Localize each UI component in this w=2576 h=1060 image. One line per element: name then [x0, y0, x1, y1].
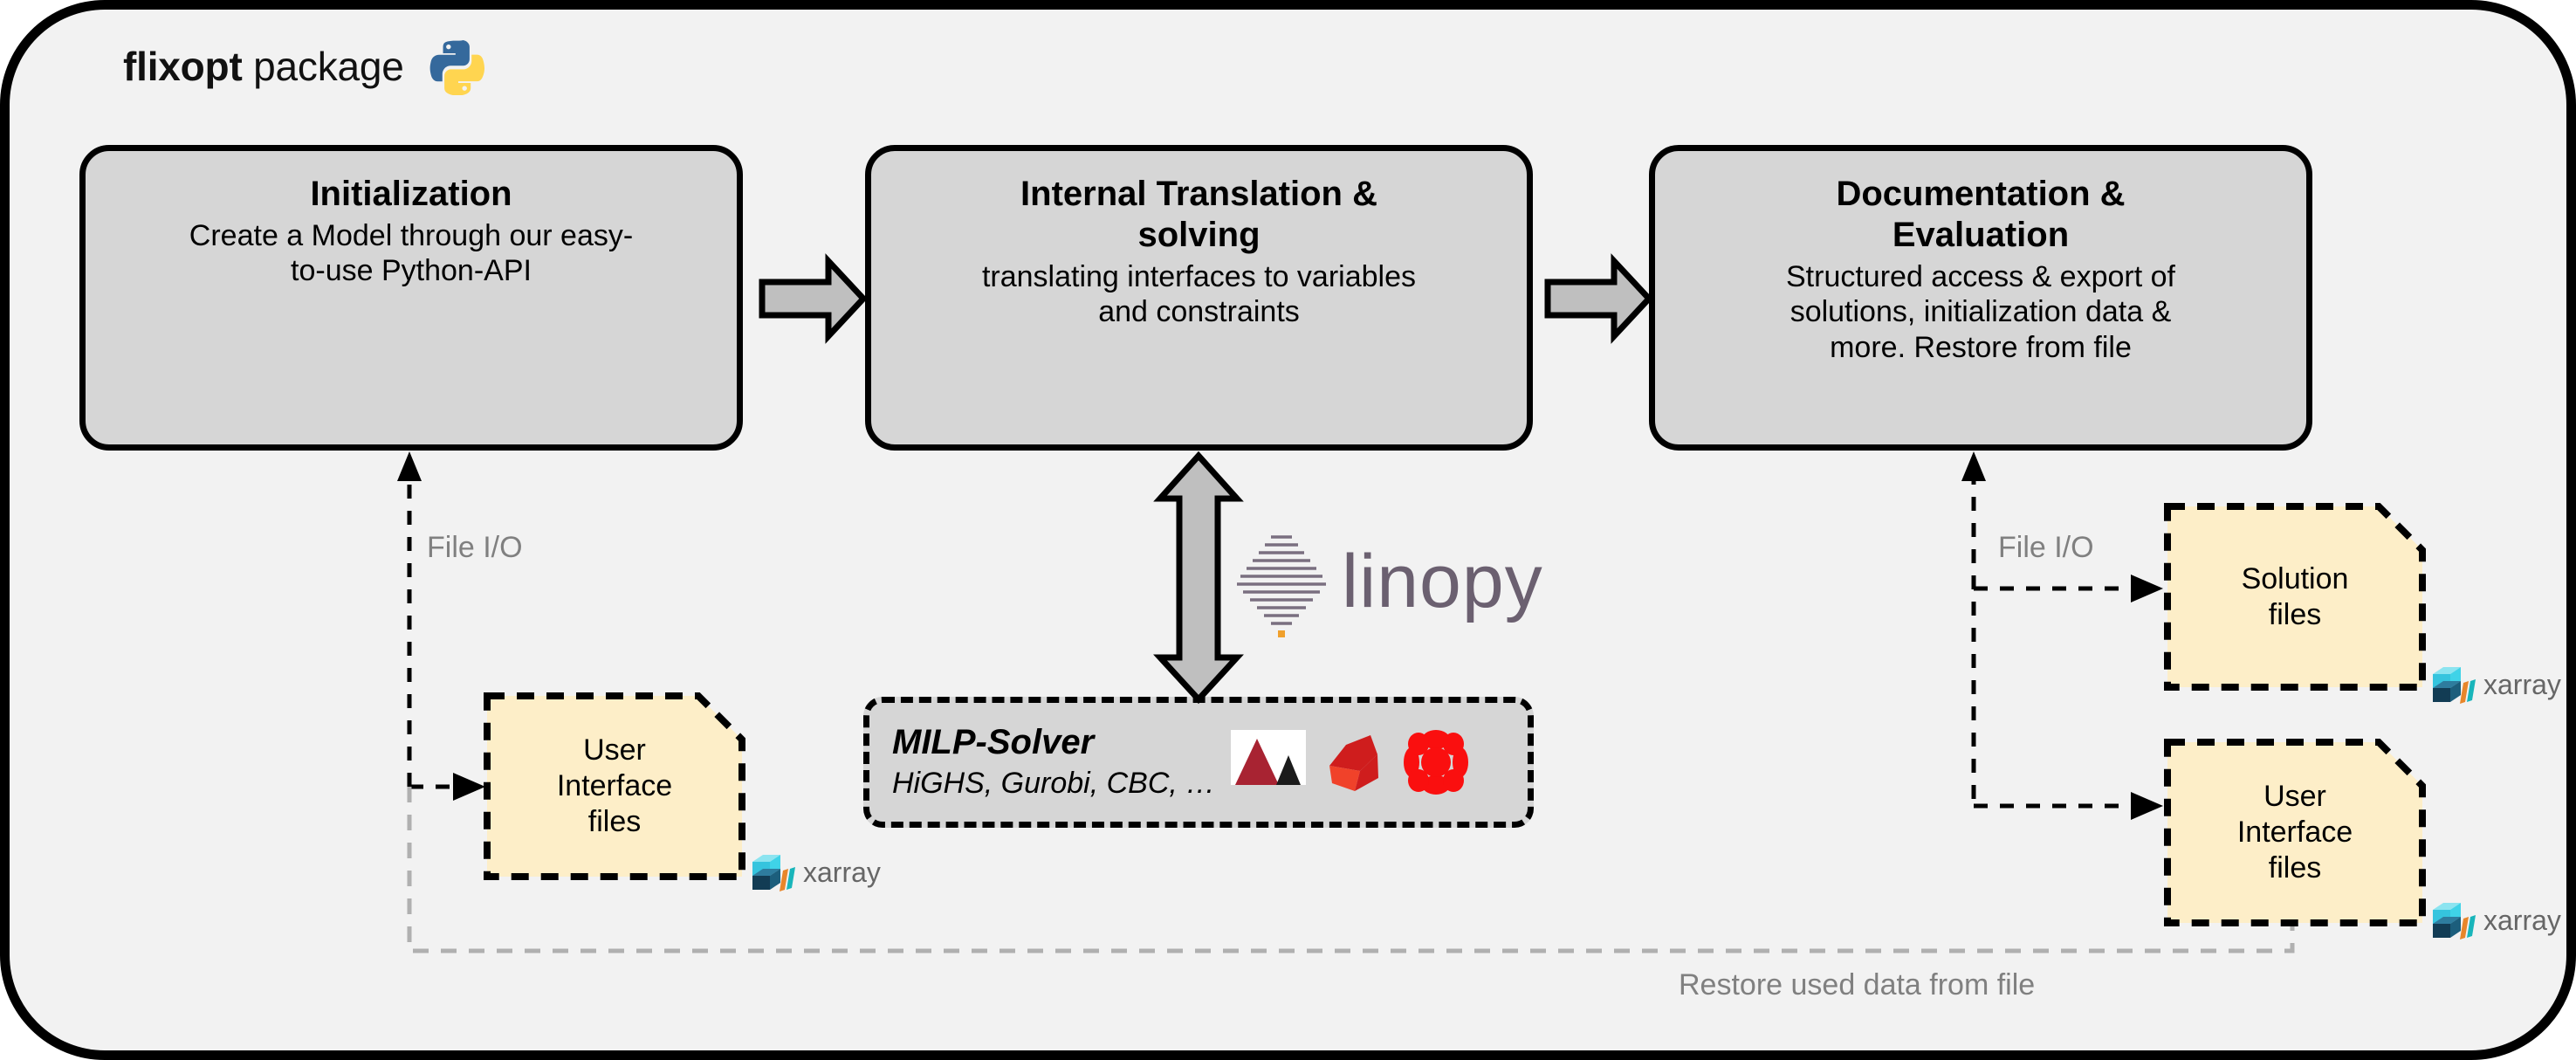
xarray-badge-left: xarray	[747, 848, 881, 897]
file-note-user-interface-files-left[interactable]: User Interface files	[484, 692, 745, 880]
xarray-badge-right: xarray	[2428, 896, 2561, 945]
xarray-logo-icon	[2433, 667, 2476, 704]
solver-logo-group	[1231, 728, 1469, 796]
page-title-bold: flixopt	[123, 44, 243, 89]
connector-label-file-io-left: File I/O	[427, 531, 523, 564]
linopy-wordmark: linopy	[1342, 540, 1543, 623]
xarray-badge-solution: xarray	[2428, 660, 2561, 709]
milp-solver-box[interactable]: MILP-Solver HiGHS, Gurobi, CBC, …	[863, 697, 1534, 828]
connector-label-restore: Restore used data from file	[1679, 968, 2036, 1001]
stage-box-internal-translation-solving[interactable]: Internal Translation & solving translati…	[865, 145, 1533, 451]
xarray-label: xarray	[803, 857, 881, 888]
xarray-logo-icon	[2433, 903, 2476, 940]
connector-left-file-io	[397, 451, 485, 801]
file-note-solution-files[interactable]: Solution files	[2164, 503, 2426, 691]
stage-box-initialization[interactable]: Initialization Create a Model through ou…	[79, 145, 743, 451]
milp-solver-title: MILP-Solver	[892, 723, 1095, 762]
python-logo-icon	[429, 40, 484, 95]
connector-right-file-io	[1961, 451, 2163, 820]
highs-logo-icon	[1231, 730, 1307, 785]
stage-box-documentation-evaluation[interactable]: Documentation & Evaluation Structured ac…	[1649, 145, 2312, 451]
xarray-label: xarray	[2483, 905, 2561, 936]
stage-description: Structured access & export of solutions,…	[1786, 260, 2175, 364]
file-note-label: Solution files	[2241, 561, 2349, 631]
xarray-label: xarray	[2483, 669, 2561, 700]
file-note-user-interface-files-right[interactable]: User Interface files	[2164, 739, 2426, 926]
double-arrow-translate-milp	[1153, 451, 1244, 705]
package-title: flixopt package	[123, 38, 484, 95]
block-arrow-init-to-translate	[759, 253, 868, 344]
stage-title: Documentation & Evaluation	[1836, 175, 2126, 255]
page-title-rest: package	[242, 44, 404, 89]
xarray-logo-icon	[752, 855, 795, 891]
note-shape	[2164, 503, 2426, 691]
gurobi-logo-icon	[1329, 735, 1379, 791]
file-note-label: User Interface files	[2236, 780, 2353, 884]
connector-label-file-io-right: File I/O	[1998, 531, 2094, 564]
stage-description: translating interfaces to variables and …	[981, 260, 1417, 329]
cbc-logo-icon	[1404, 730, 1469, 795]
stage-description: Create a Model through our easy- to-use …	[189, 219, 634, 288]
stage-title: Initialization	[310, 175, 512, 213]
linopy-branding: linopy	[1230, 525, 1543, 638]
linopy-diamond-icon	[1237, 535, 1326, 637]
file-note-label: User Interface files	[556, 733, 673, 838]
block-arrow-translate-to-doc	[1544, 253, 1653, 344]
page-title: flixopt package	[123, 43, 404, 90]
stage-title: Internal Translation & solving	[1020, 175, 1377, 255]
milp-solver-text: MILP-Solver HiGHS, Gurobi, CBC, …	[892, 723, 1215, 802]
milp-solver-subtitle: HiGHS, Gurobi, CBC, …	[892, 767, 1216, 800]
